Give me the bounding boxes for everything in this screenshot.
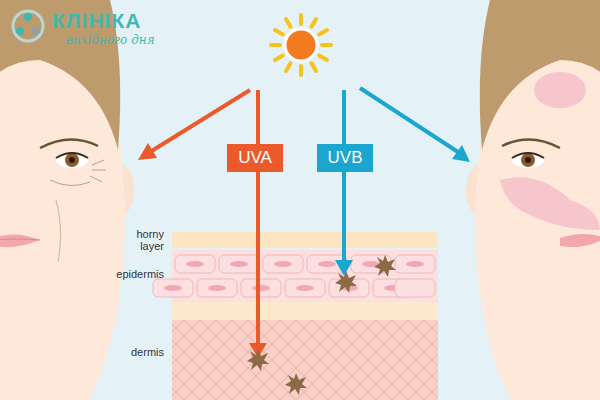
uvb-label-box: UVB (317, 144, 373, 172)
logo-subtitle: вихідного дня (66, 33, 155, 47)
uva-label-box: UVA (227, 144, 283, 172)
layer-label: dermis (131, 346, 164, 358)
damage-marks (247, 255, 396, 395)
right-face (466, 0, 600, 400)
layer-label: horny layer (114, 228, 164, 252)
skin-layers (153, 232, 438, 400)
box-text: UVA (238, 148, 272, 168)
box-text: UVB (328, 148, 363, 168)
layer-label: epidermis (116, 268, 164, 280)
sun (271, 15, 331, 75)
uv-rays (138, 88, 470, 358)
logo-icon (13, 11, 43, 41)
left-face (0, 0, 134, 400)
logo-title: КЛІНІКА (52, 10, 141, 32)
